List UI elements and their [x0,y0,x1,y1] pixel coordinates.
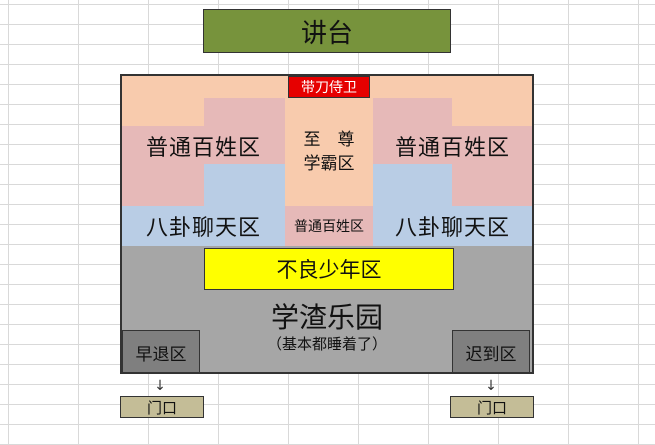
supreme-line-1: 至 尊 [303,130,355,150]
delinquent-zone: 不良少年区 [204,248,454,290]
gossip-zone-right-shape [373,164,532,246]
supreme-line-2: 学霸区 [303,154,355,174]
commoner-zone-left-shape [122,98,285,206]
commoner-zone-left-label: 普通百姓区 [145,136,261,161]
classroom-seating-map: 带刀侍卫 普通百姓区 普通百姓区 至 尊 学霸区 普通百姓区 八卦聊天区 八卦聊… [120,74,534,374]
podium: 讲台 [203,9,451,53]
arrow-down-icon: ↓ [154,378,166,394]
slacker-paradise-title: 学渣乐园 [270,301,383,334]
door-left: 门口 [120,396,204,418]
commoner-zone-middle-label: 普通百姓区 [294,219,364,235]
commoner-zone-left-upper-shape [204,124,285,164]
leave-early-zone: 早退区 [122,330,200,372]
arrow-down-icon: ↓ [485,378,497,394]
gossip-zone-right-label: 八卦聊天区 [394,216,510,241]
slacker-paradise-note: （基本都睡着了） [266,334,387,353]
gossip-zone-left-shape [122,164,285,246]
arrive-late-zone: 迟到区 [452,330,530,372]
commoner-zone-middle-shape [285,206,373,246]
commoner-zone-right-shape [373,98,532,206]
gossip-zone-left-label: 八卦聊天区 [145,216,261,241]
supreme-scholar-zone: 至 尊 学霸区 [290,122,368,182]
door-right: 门口 [450,396,534,418]
guards-zone: 带刀侍卫 [288,76,370,98]
commoner-zone-right-label: 普通百姓区 [394,136,510,161]
